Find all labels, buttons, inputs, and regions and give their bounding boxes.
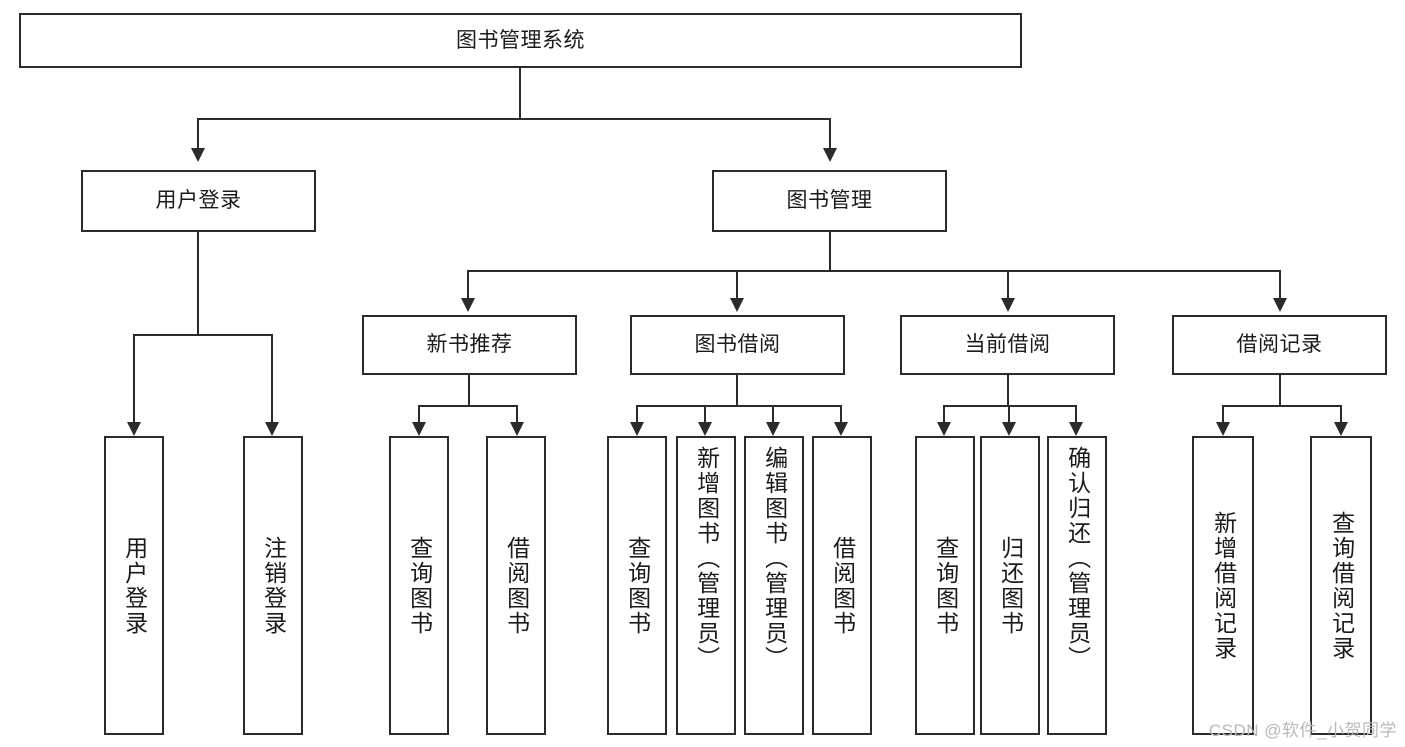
arrow-user-login-to-leaf-2 — [265, 422, 279, 436]
node-label: 注销登录 — [260, 535, 287, 636]
connector-bb-to-leaf-1 — [636, 405, 638, 422]
connector-user-login-to-leaf-1 — [133, 334, 135, 422]
leaf-book-borrow-query-book[interactable]: 查询图书 — [607, 436, 667, 735]
node-label: 确认归还（管理员） — [1064, 446, 1091, 671]
connector-cb-to-leaf-3 — [1075, 405, 1077, 422]
connector-br-bus — [1222, 405, 1342, 407]
node-label: 新书推荐 — [426, 333, 513, 357]
connector-cb-to-leaf-1 — [943, 405, 945, 422]
arrow-nbr-to-leaf-1 — [412, 422, 426, 436]
node-label: 图书借阅 — [694, 333, 781, 357]
leaf-new-book-borrow-book[interactable]: 借阅图书 — [486, 436, 546, 735]
arrow-bm-to-new-book — [461, 298, 475, 312]
node-label: 新增图书（管理员） — [693, 446, 720, 671]
connector-bb-stem — [736, 375, 738, 405]
node-label: 查询图书 — [624, 535, 651, 636]
node-label: 当前借阅 — [964, 333, 1051, 357]
node-label: 查询借阅记录 — [1328, 510, 1355, 661]
connector-cb-to-leaf-2 — [1008, 405, 1010, 422]
leaf-current-borrow-confirm-return-admin[interactable]: 确认归还（管理员） — [1047, 436, 1107, 735]
arrow-br-to-leaf-1 — [1216, 422, 1230, 436]
connector-br-to-leaf-1 — [1222, 405, 1224, 422]
node-label: 图书管理 — [786, 189, 873, 213]
connector-nbr-bus — [418, 405, 518, 407]
arrow-bm-to-current-borrow — [1001, 298, 1015, 312]
node-new-book-recommend[interactable]: 新书推荐 — [362, 315, 577, 375]
node-label: 借阅图书 — [503, 535, 530, 636]
connector-bb-to-leaf-4 — [840, 405, 842, 422]
node-label: 查询图书 — [932, 535, 959, 636]
connector-root-to-user-login — [197, 118, 199, 148]
arrow-root-to-book-management — [823, 148, 837, 162]
leaf-current-borrow-return-book[interactable]: 归还图书 — [980, 436, 1040, 735]
node-label: 借阅记录 — [1236, 333, 1323, 357]
node-label: 新增借阅记录 — [1210, 510, 1237, 661]
connector-nbr-to-leaf-1 — [418, 405, 420, 422]
leaf-book-borrow-edit-book-admin[interactable]: 编辑图书（管理员） — [744, 436, 804, 735]
arrow-cb-to-leaf-3 — [1069, 422, 1083, 436]
arrow-bb-to-leaf-2 — [698, 422, 712, 436]
arrow-br-to-leaf-2 — [1334, 422, 1348, 436]
arrow-cb-to-leaf-1 — [937, 422, 951, 436]
connector-user-login-bus — [133, 334, 271, 336]
connector-nbr-to-leaf-2 — [516, 405, 518, 422]
connector-user-login-stem — [197, 232, 199, 334]
node-label: 查询图书 — [406, 535, 433, 636]
node-label: 用户登录 — [155, 189, 242, 213]
node-book-management[interactable]: 图书管理 — [712, 170, 947, 232]
arrow-bb-to-leaf-4 — [834, 422, 848, 436]
node-label: 图书管理系统 — [456, 28, 585, 52]
leaf-new-book-query-book[interactable]: 查询图书 — [389, 436, 449, 735]
node-borrow-record[interactable]: 借阅记录 — [1172, 315, 1387, 375]
leaf-borrow-record-add-record[interactable]: 新增借阅记录 — [1192, 436, 1254, 735]
leaf-book-borrow-add-book-admin[interactable]: 新增图书（管理员） — [676, 436, 736, 735]
arrow-nbr-to-leaf-2 — [510, 422, 524, 436]
node-label: 用户登录 — [121, 535, 148, 636]
node-current-borrow[interactable]: 当前借阅 — [900, 315, 1115, 375]
connector-book-management-stem — [829, 232, 831, 270]
connector-bb-to-leaf-3 — [772, 405, 774, 422]
leaf-borrow-record-query-record[interactable]: 查询借阅记录 — [1310, 436, 1372, 735]
connector-book-management-bus — [467, 270, 1279, 272]
connector-bb-bus — [636, 405, 842, 407]
node-root-book-management-system[interactable]: 图书管理系统 — [19, 13, 1022, 68]
leaf-user-login-login[interactable]: 用户登录 — [104, 436, 164, 735]
arrow-bb-to-leaf-1 — [630, 422, 644, 436]
arrow-bb-to-leaf-3 — [766, 422, 780, 436]
node-label: 借阅图书 — [829, 535, 856, 636]
connector-bm-to-new-book — [467, 270, 469, 298]
connector-cb-stem — [1007, 375, 1009, 405]
connector-br-to-leaf-2 — [1340, 405, 1342, 422]
connector-cb-bus — [943, 405, 1077, 407]
connector-bb-to-leaf-2 — [704, 405, 706, 422]
connector-bm-to-book-borrow — [736, 270, 738, 298]
arrow-bm-to-book-borrow — [730, 298, 744, 312]
node-user-login[interactable]: 用户登录 — [81, 170, 316, 232]
connector-root-to-book-management — [829, 118, 831, 148]
connector-bm-to-current-borrow — [1007, 270, 1009, 298]
arrow-root-to-user-login — [191, 148, 205, 162]
connector-br-stem — [1279, 375, 1281, 405]
connector-user-login-to-leaf-2 — [271, 334, 273, 422]
arrow-user-login-to-leaf-1 — [127, 422, 141, 436]
node-book-borrow[interactable]: 图书借阅 — [630, 315, 845, 375]
connector-root-stem — [519, 68, 521, 118]
leaf-user-login-logout[interactable]: 注销登录 — [243, 436, 303, 735]
node-label: 归还图书 — [997, 535, 1024, 636]
arrow-bm-to-borrow-record — [1273, 298, 1287, 312]
node-label: 编辑图书（管理员） — [761, 446, 788, 671]
arrow-cb-to-leaf-2 — [1002, 422, 1016, 436]
leaf-current-borrow-query-book[interactable]: 查询图书 — [915, 436, 975, 735]
connector-bm-to-borrow-record — [1279, 270, 1281, 298]
connector-nbr-stem — [468, 375, 470, 405]
leaf-book-borrow-borrow-book[interactable]: 借阅图书 — [812, 436, 872, 735]
connector-root-bus — [197, 118, 831, 120]
